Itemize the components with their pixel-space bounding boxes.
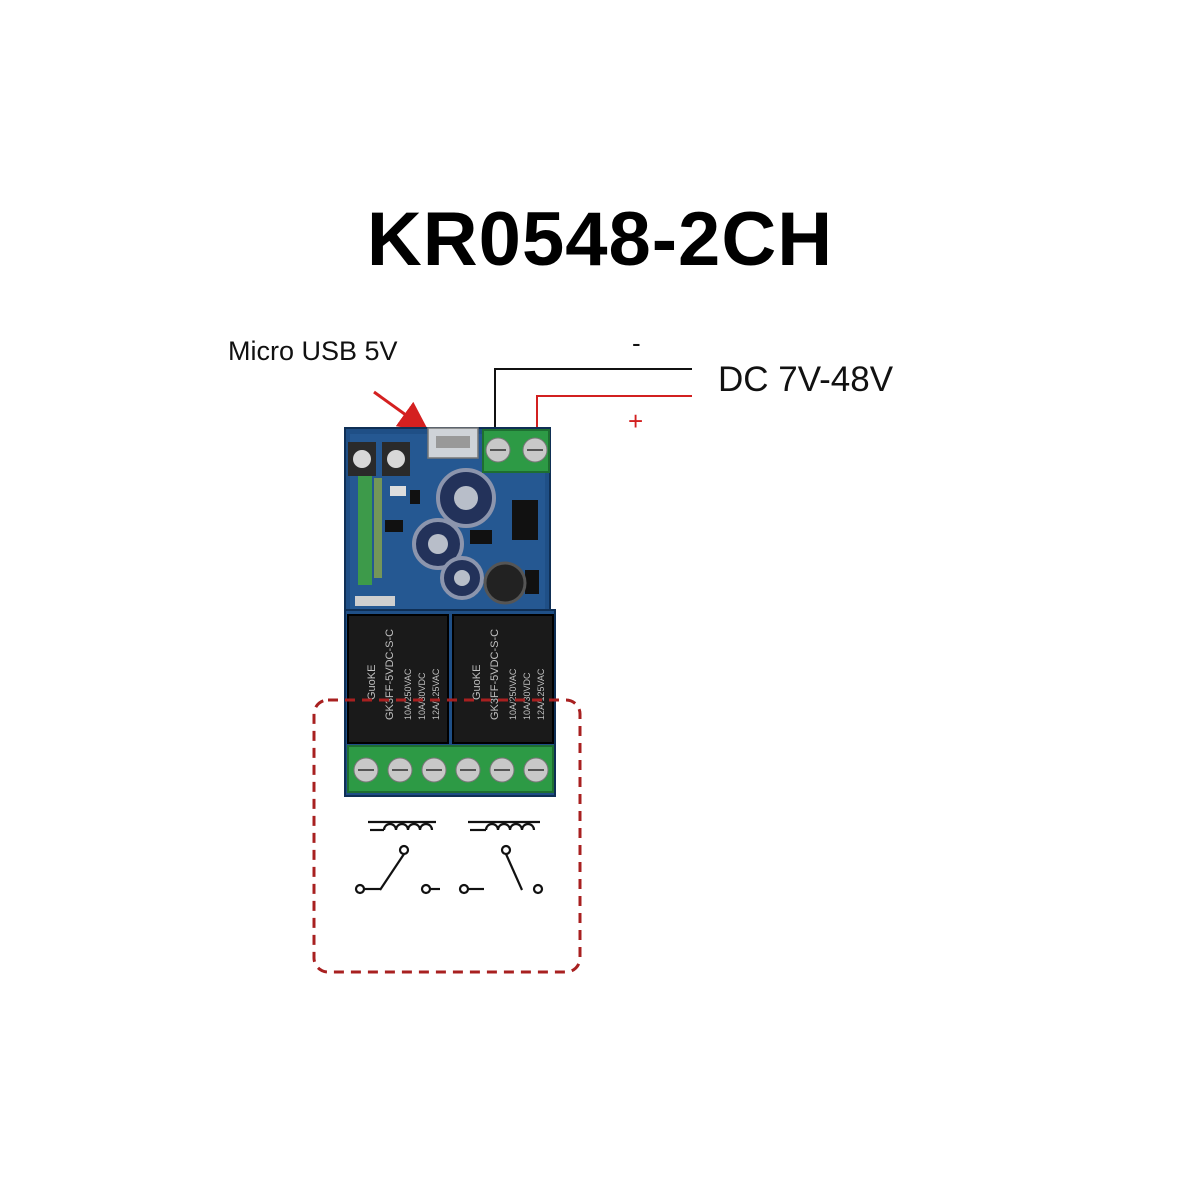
dc-wires — [494, 368, 692, 440]
relay-1-model: GK3FF-5VDC-S-C — [384, 629, 396, 720]
positive-wire — [536, 395, 692, 440]
screw-terminal-icon — [353, 757, 549, 783]
screw-terminal-icon — [482, 429, 550, 473]
relay-coil-icon — [368, 820, 436, 832]
relay-switch-icon — [354, 844, 440, 895]
relay-1-rating-3: 12A/125VAC — [431, 668, 441, 720]
relay-1-rating-1: 10A/250VAC — [403, 668, 413, 720]
output-dashed-box — [312, 698, 582, 974]
relay-2-rating-3: 12A/125VAC — [536, 668, 546, 720]
relay-switch-icon — [458, 844, 544, 895]
relay-coil-icon — [468, 820, 540, 832]
positive-label: + — [628, 406, 644, 436]
pcb-board — [344, 427, 551, 621]
relay-1-brand: GuoKE — [366, 665, 378, 700]
product-title: KR0548-2CH — [366, 197, 834, 282]
relay-1: GuoKE GK3FF-5VDC-S-C 10A/250VAC 10A/30VD… — [347, 614, 449, 744]
relay-2-rating-2: 10A/30VDC — [522, 672, 532, 720]
negative-wire — [494, 368, 692, 440]
capacitor-icon — [412, 468, 496, 600]
negative-label: - — [632, 328, 641, 358]
relay-2-brand: GuoKE — [471, 665, 483, 700]
usb-label: Micro USB 5V — [228, 336, 398, 366]
dc-label: DC 7V-48V — [718, 360, 894, 399]
usb-arrow — [373, 390, 429, 432]
relay-2-rating-1: 10A/250VAC — [508, 668, 518, 720]
usb-port-icon — [427, 427, 479, 459]
relay-2: GuoKE GK3FF-5VDC-S-C 10A/250VAC 10A/30VD… — [452, 614, 554, 744]
output-terminal-block — [347, 745, 554, 793]
relay-1-rating-2: 10A/30VDC — [417, 672, 427, 720]
push-button-icon — [348, 442, 410, 476]
relay-2-model: GK3FF-5VDC-S-C — [489, 629, 501, 720]
